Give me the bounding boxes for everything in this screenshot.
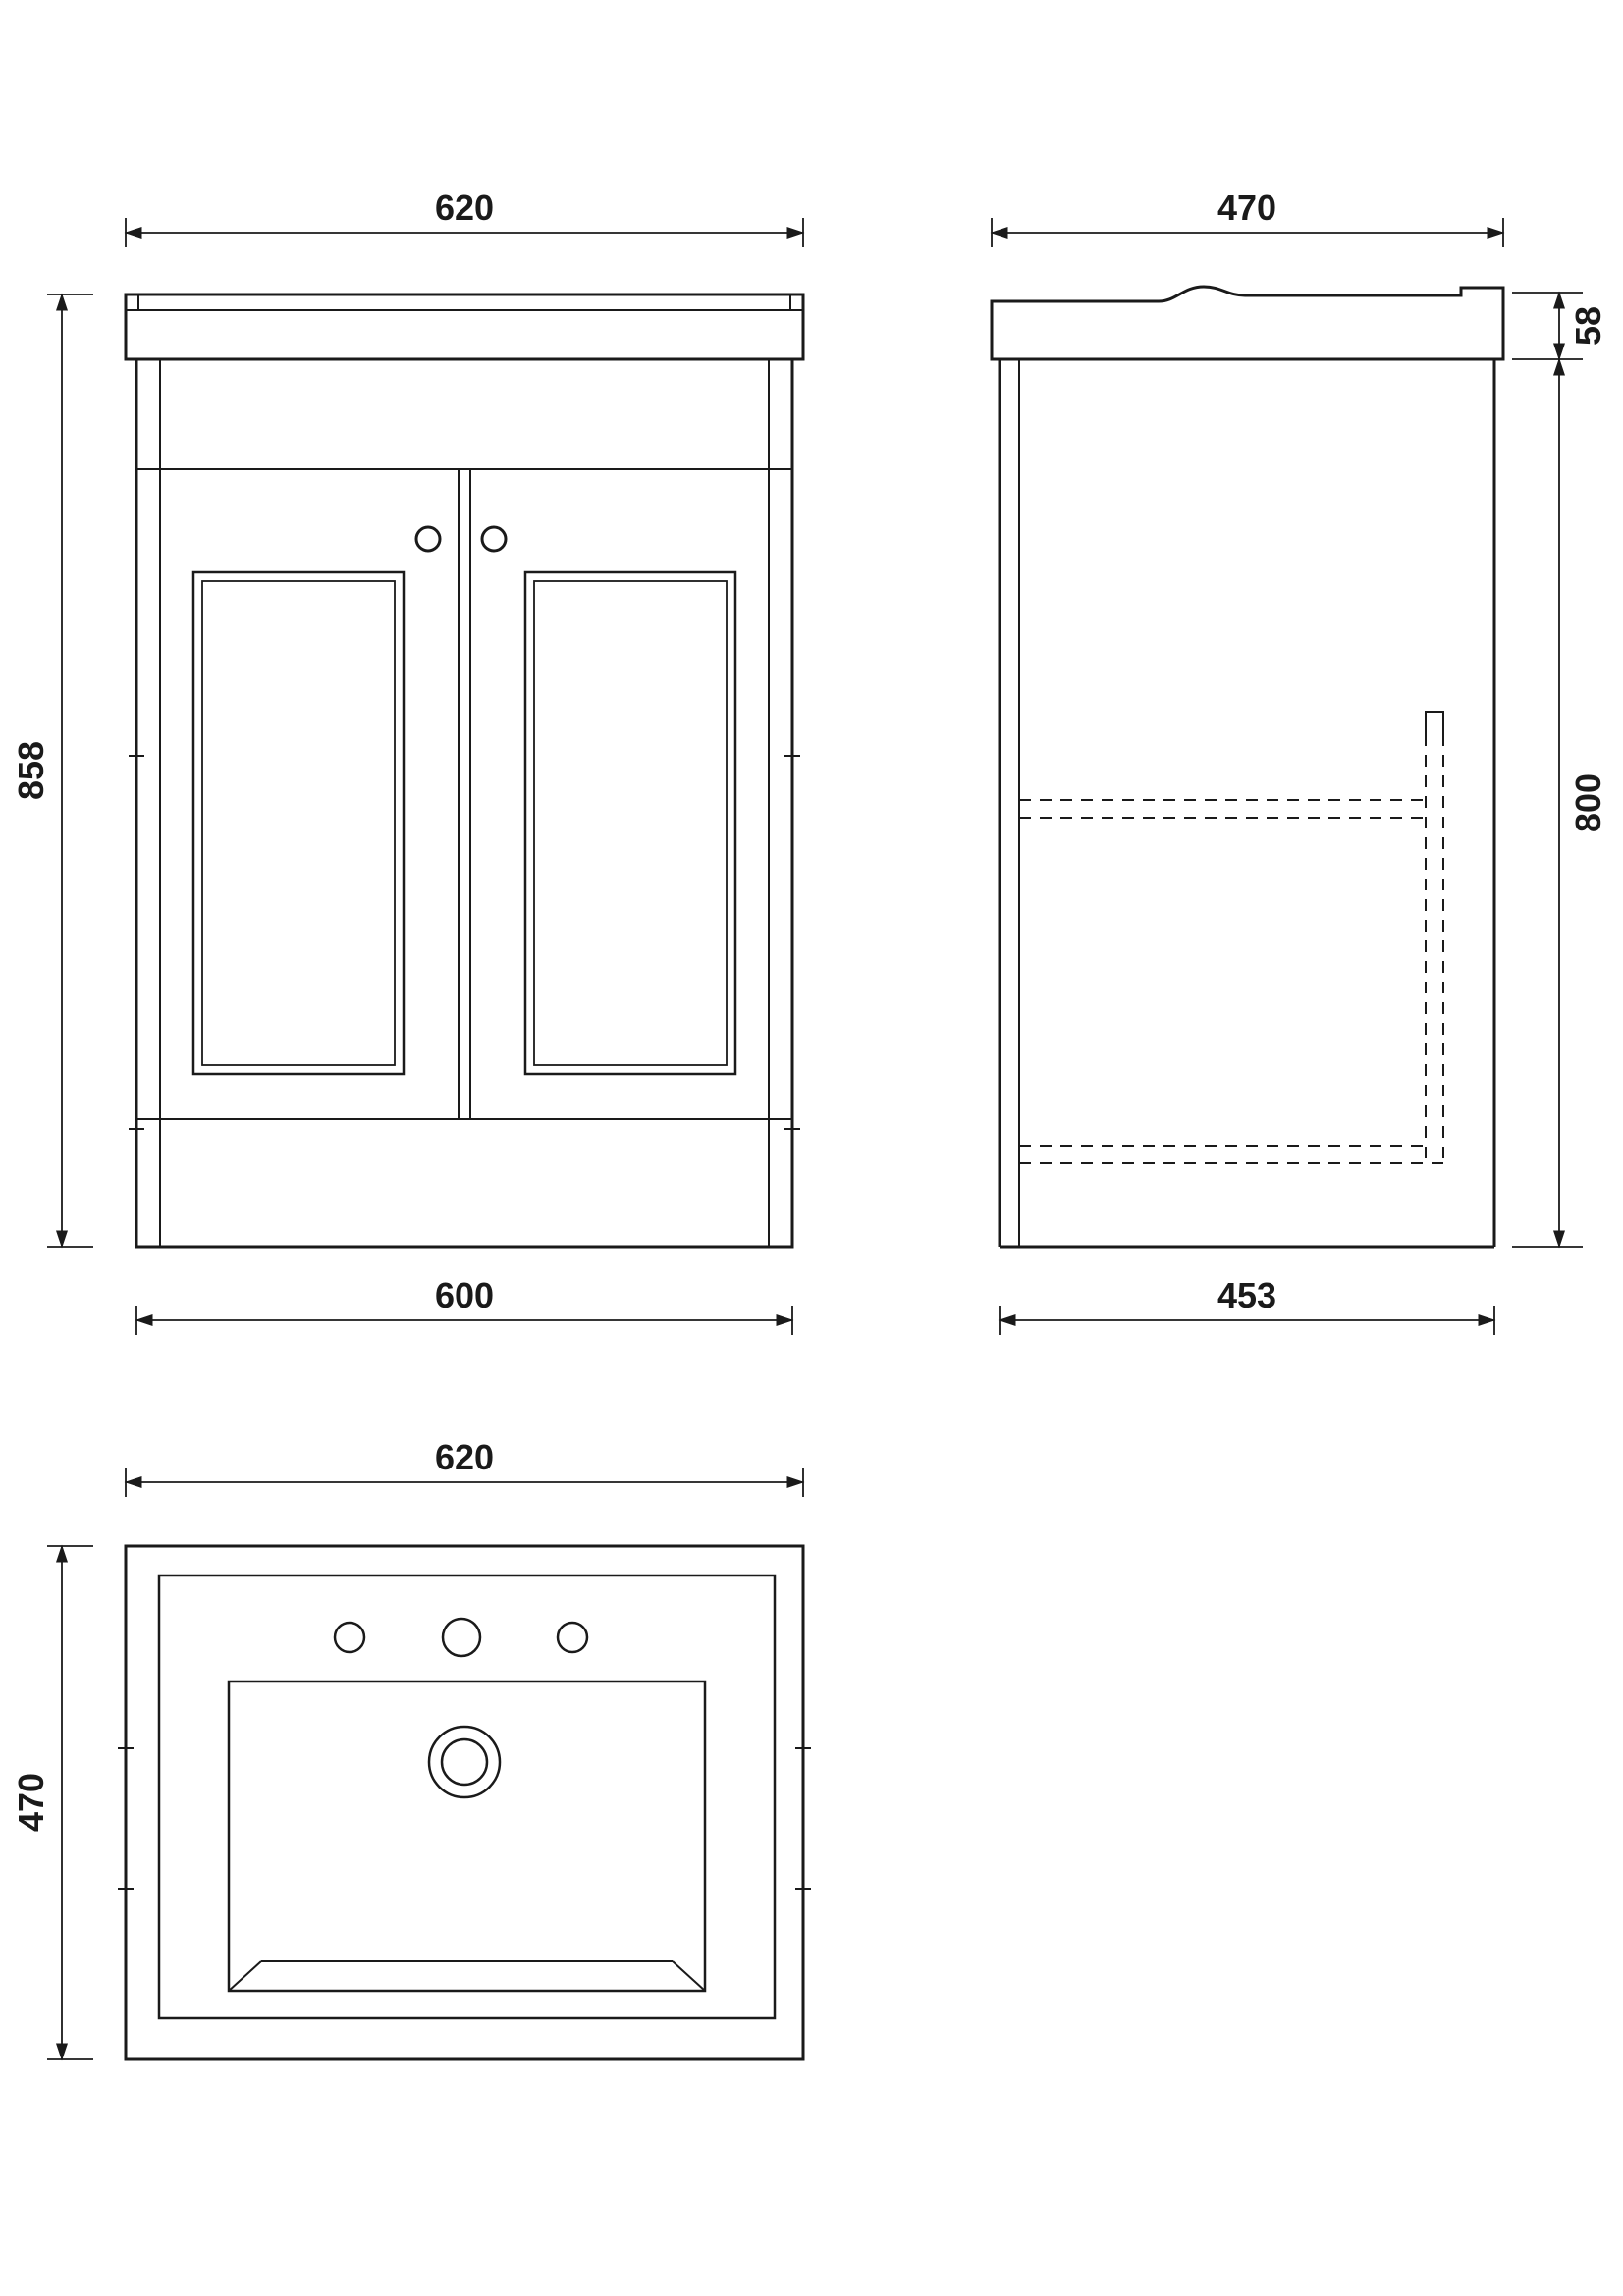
plan-tap-hole-left	[333, 1621, 366, 1654]
plan-bowl-bevel-left	[228, 1960, 262, 1992]
side-depth-bottom-dimension: 453	[998, 1275, 1496, 1335]
side-worktop-height-dim-label: 58	[1568, 306, 1608, 346]
front-left-door-panel-inner	[201, 580, 396, 1066]
front-view: 620 858 600	[11, 187, 805, 1335]
plan-depth-dim-label: 470	[11, 1773, 51, 1832]
front-right-door-knob	[480, 525, 508, 553]
plan-width-dim-label: 620	[435, 1437, 494, 1477]
side-depth-top-dimension: 470	[990, 187, 1505, 247]
plan-tap-hole-center	[441, 1617, 482, 1658]
side-worktop-profile	[990, 285, 1505, 361]
front-left-door-panel-outer	[191, 570, 406, 1076]
front-height-dim-label: 858	[11, 741, 51, 800]
front-width-bottom-dim-label: 600	[435, 1275, 494, 1315]
plan-tap-hole-right	[556, 1621, 589, 1654]
front-width-top-dim-label: 620	[435, 187, 494, 228]
side-view: 470 58 800 453	[990, 187, 1608, 1335]
side-void-top-bracket	[1425, 711, 1444, 734]
plan-width-dimension: 620	[124, 1437, 805, 1497]
front-width-bottom-dimension: 600	[135, 1275, 794, 1335]
plan-bowl-bevel-right	[672, 1960, 706, 1992]
plan-worktop-outline	[124, 1544, 805, 2061]
front-width-top-dimension: 620	[124, 187, 805, 247]
front-worktop-outline	[124, 293, 805, 361]
front-height-dimension: 858	[11, 293, 93, 1249]
side-worktop-height-dimension: 58	[1512, 291, 1608, 361]
side-cabinet-height-dim-label: 800	[1568, 774, 1608, 832]
plan-basin-rim	[157, 1574, 777, 2020]
front-right-door-panel-outer	[523, 570, 737, 1076]
front-right-door-panel-inner	[533, 580, 728, 1066]
front-left-door-knob	[414, 525, 442, 553]
plan-view: 620 470	[11, 1437, 811, 2061]
plan-depth-dimension: 470	[11, 1544, 93, 2061]
plan-waste-outer-circle	[427, 1725, 502, 1799]
side-cabinet-height-dimension: 800	[1512, 357, 1608, 1249]
plan-bowl-outline	[227, 1680, 707, 1993]
side-depth-top-dim-label: 470	[1217, 187, 1276, 228]
side-depth-bottom-dim-label: 453	[1217, 1275, 1276, 1315]
front-cabinet-outline	[135, 357, 794, 1249]
plan-waste-inner-circle	[440, 1737, 489, 1787]
